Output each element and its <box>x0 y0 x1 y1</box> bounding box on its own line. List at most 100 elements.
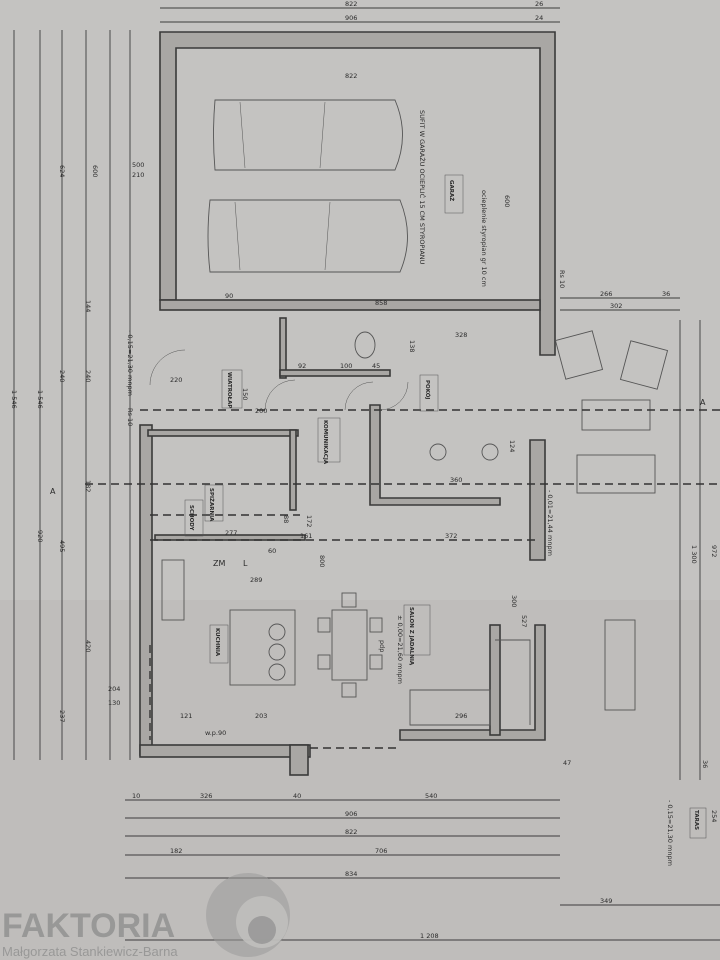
dim-text: 972 <box>710 545 718 557</box>
furniture <box>161 330 669 726</box>
dim-text: 822 <box>345 828 357 836</box>
dim-text: 150 <box>241 388 249 400</box>
kitchen-counter-icon <box>161 559 185 621</box>
sofa-icon <box>576 454 656 494</box>
dim-top-906: 906 <box>345 14 357 22</box>
section-marker-left: A <box>50 487 56 496</box>
rs-note-garage: Rs 10 <box>558 270 566 288</box>
dim-text: 266 <box>600 290 612 298</box>
dim-text: 204 <box>108 685 120 693</box>
kitchen-island-icon <box>229 609 296 686</box>
room-living: SALON Z JADALNIĄ <box>408 607 414 666</box>
dim-text: 1 546 <box>10 390 18 409</box>
dim-text: 36 <box>701 760 709 768</box>
dim-text: 26 <box>535 0 543 8</box>
room-stairs: SCHODY <box>188 505 194 531</box>
left-dimension-lines <box>13 30 131 760</box>
chair-icon <box>429 443 447 461</box>
room-bedroom: POKÓJ <box>424 380 431 399</box>
dim-text: 600 <box>91 165 99 177</box>
room-pantry: SPIŻARNIA <box>208 488 215 522</box>
paper-shadow <box>0 600 720 960</box>
dim-text: 920 <box>36 530 44 542</box>
dim-text: 47 <box>563 759 571 767</box>
watermark-brand: FAKTORIA <box>2 907 175 945</box>
dim-text: 210 <box>132 171 144 179</box>
top-dimension-lines <box>160 7 560 23</box>
armchair-icon <box>619 340 669 390</box>
pdp-label: pdp <box>378 640 386 652</box>
dim-text: 858 <box>375 299 387 307</box>
dim-text: 800 <box>318 555 326 567</box>
armchair-icon <box>554 330 604 380</box>
dim-text: 90 <box>225 292 233 300</box>
dim-text: 906 <box>345 810 357 818</box>
zm-label: ZM <box>213 559 225 568</box>
section-marker-right: A <box>700 398 706 407</box>
level-entry: - 0,15=21,30 mnpm <box>126 330 134 396</box>
dining-table-icon <box>331 609 368 681</box>
dim-text: 36 <box>662 290 670 298</box>
dim-text: 300 <box>510 595 518 607</box>
dim-text: 834 <box>345 870 357 878</box>
toilet-icon <box>354 331 376 359</box>
insulation-note: ocieplenie styropian gr 10 cm <box>480 190 488 287</box>
dim-text: 100 <box>340 362 352 370</box>
dim-text: 172 <box>305 515 313 527</box>
dim-text: 240 <box>58 370 66 382</box>
dim-text: 527 <box>520 615 528 627</box>
bottom-dimension-lines <box>125 799 720 941</box>
terrace-table-icon <box>604 619 636 711</box>
door-swings <box>149 349 409 411</box>
walls <box>139 31 556 776</box>
dim-text: 326 <box>200 792 212 800</box>
interior-dimensions: 858 328 372 161 289 277 203 296 121 90 9… <box>108 292 528 720</box>
dim-text: 121 <box>180 712 192 720</box>
l-label: L <box>243 559 248 568</box>
dim-text: 40 <box>293 792 301 800</box>
dim-text: 45 <box>372 362 380 370</box>
dim-text: 372 <box>445 532 457 540</box>
dim-text: 237 <box>58 710 66 722</box>
dim-text: 203 <box>255 712 267 720</box>
corner-sofa-icon <box>409 689 491 726</box>
dim-text: 1 300 <box>690 545 698 564</box>
dim-text: 10 <box>132 792 140 800</box>
room-terrace: TARAS <box>693 810 699 830</box>
dim-text: 500 <box>132 161 144 169</box>
room-vestibule: WIATROŁAP <box>226 372 232 408</box>
dim-text: 240 <box>84 370 92 382</box>
right-dimension-lines <box>560 297 701 780</box>
room-kitchen: KUCHNIA <box>214 628 220 657</box>
faktoria-logo: FAKTORIA Małgorzata Stankiewicz-Barna <box>2 873 290 959</box>
dim-text: 200 <box>255 407 267 415</box>
dim-text: 24 <box>535 14 543 22</box>
dim-text: 220 <box>170 376 182 384</box>
dim-text: 1 208 <box>420 932 439 940</box>
dim-text: 289 <box>250 576 262 584</box>
dim-text: 182 <box>84 480 92 492</box>
garage-ceiling-note: SUFIT W GARAŻU OCIEPLIĆ 15 CM STYROPIANU <box>418 110 427 265</box>
coffee-table-icon <box>581 399 651 431</box>
dim-text: 302 <box>610 302 622 310</box>
dim-text: 88 <box>282 515 290 523</box>
dim-text: 1 546 <box>36 390 44 409</box>
dim-text: 182 <box>170 847 182 855</box>
dim-garage-width: 822 <box>345 72 357 80</box>
dim-text: 138 <box>408 340 416 352</box>
level-terrace: - 0,15=21,30 mnpm <box>666 800 674 866</box>
dim-text: 130 <box>108 699 120 707</box>
rs-note: Rs 10 <box>126 408 134 426</box>
room-hall: KOMUNIKACJA <box>322 420 328 465</box>
watermark-author: Małgorzata Stankiewicz-Barna <box>2 944 178 959</box>
room-garage: GARAŻ <box>448 180 455 201</box>
dim-text: 277 <box>225 529 237 537</box>
living-bay-walls <box>399 624 546 741</box>
dim-text: 60 <box>268 547 276 555</box>
dim-top-822: 822 <box>345 0 357 8</box>
dim-text: 706 <box>375 847 387 855</box>
chair-icon <box>481 443 499 461</box>
dim-text: 495 <box>58 540 66 552</box>
dim-text: 328 <box>455 331 467 339</box>
